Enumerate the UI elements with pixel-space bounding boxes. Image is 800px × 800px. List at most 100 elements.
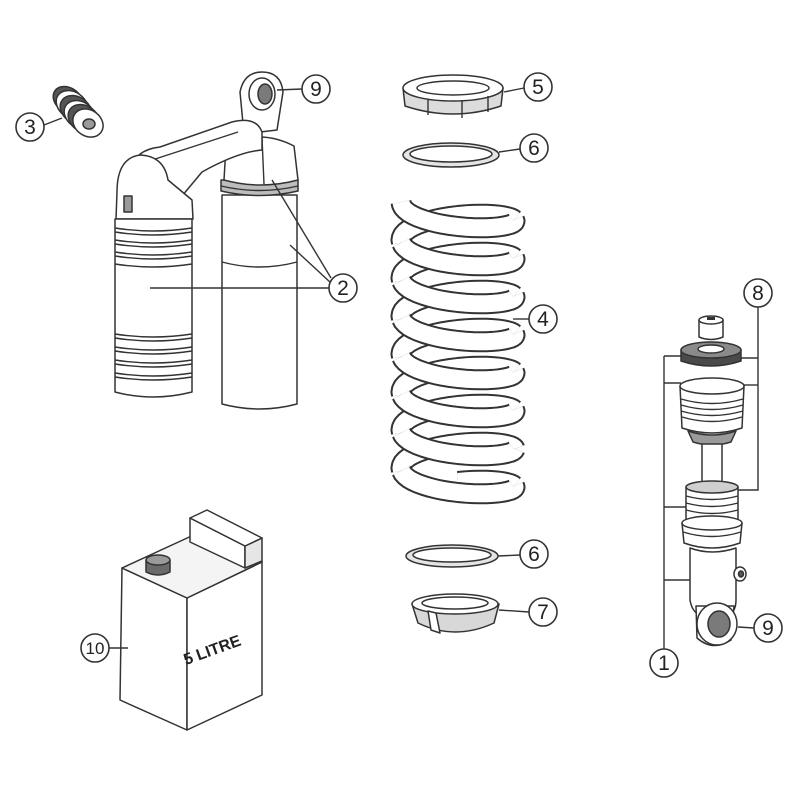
leader-5 — [503, 87, 525, 93]
callout-label: 9 — [762, 617, 774, 640]
washer-inner — [409, 145, 493, 163]
bushing-hole — [82, 118, 96, 130]
callout-circle — [328, 273, 358, 303]
leader-lines — [43, 87, 759, 649]
leader-9-lower — [737, 626, 755, 629]
upper-washer — [402, 142, 500, 168]
callout-7: 7 — [528, 597, 558, 627]
spring-seat — [411, 593, 500, 634]
callout-circle — [301, 74, 331, 104]
rib — [114, 251, 193, 256]
reservoir-arm-edge — [145, 131, 239, 163]
piston-housing-top — [679, 377, 745, 395]
callout-label: 9 — [310, 78, 322, 101]
callout-1: 1 — [649, 648, 679, 678]
bump-rib — [685, 509, 739, 515]
rib — [114, 231, 193, 236]
bump-rib — [685, 495, 739, 501]
piston-rib — [680, 398, 744, 405]
callout-label: 1 — [658, 652, 670, 675]
piston-rib — [680, 404, 744, 411]
reservoir-cylinder — [114, 218, 193, 398]
callout-label: 3 — [24, 116, 36, 139]
coil-spring — [390, 194, 526, 505]
seat-slit — [427, 610, 441, 634]
damper-body-with-reservoir — [114, 71, 299, 410]
spring-coil-front — [393, 275, 524, 313]
clevis-bolt-head — [737, 570, 745, 578]
spring-coil-front — [393, 237, 524, 275]
callout-circle — [649, 648, 679, 678]
rubber-bushing — [52, 85, 104, 138]
rib — [114, 227, 193, 232]
spring-coil-front — [393, 351, 524, 389]
leader-6-upper — [498, 148, 521, 153]
callout-10: 10 — [80, 633, 110, 663]
callout-9-lower: 9 — [753, 613, 783, 643]
leader-3 — [43, 117, 63, 126]
rib — [114, 346, 193, 351]
lower-washer — [405, 544, 499, 568]
rib — [114, 363, 193, 368]
reservoir-head — [115, 154, 194, 220]
callout-circle — [519, 539, 549, 569]
leader-9-upper — [276, 88, 303, 91]
spring-coil-front — [392, 196, 524, 237]
main-cylinder-seam — [221, 261, 298, 268]
bump-rib — [685, 502, 739, 508]
seat-bore — [421, 596, 489, 610]
reservoir-head-detail — [123, 195, 133, 213]
lower-cap-rib — [682, 531, 742, 538]
callout-circle — [528, 304, 558, 334]
callout-label: 10 — [86, 639, 105, 658]
top-adjuster — [698, 319, 724, 341]
bump-rubber-top — [685, 480, 739, 494]
spring-coil-front — [393, 427, 523, 465]
main-cylinder — [221, 194, 298, 410]
callout-5: 5 — [523, 72, 553, 102]
leader-6-lower — [497, 554, 521, 557]
rib — [114, 263, 193, 268]
piston-rib — [680, 410, 744, 417]
top-adjuster-slot — [707, 317, 715, 320]
lower-eye-hole — [707, 610, 731, 638]
callouts: 3 9 5 6 2 4 8 6 — [15, 72, 783, 678]
spring-coil-front — [393, 389, 524, 427]
rib — [114, 372, 193, 377]
rib — [114, 376, 193, 381]
damper-shaft-assembly — [679, 315, 747, 647]
rib — [114, 350, 193, 355]
callout-circle — [80, 633, 110, 663]
can-handle-top — [189, 509, 263, 547]
callout-circle — [753, 613, 783, 643]
callout-label: 8 — [752, 282, 764, 305]
nut-bore — [416, 80, 490, 96]
callout-6-upper: 6 — [519, 133, 549, 163]
rib — [114, 243, 193, 248]
body-collar-groove — [220, 185, 299, 192]
reservoir-upper-ribs — [114, 227, 193, 268]
bracket-8 — [738, 307, 759, 491]
callout-label: 5 — [532, 76, 544, 99]
reservoir-lower-ribs — [114, 333, 193, 381]
piston-rib — [681, 416, 743, 423]
leader-2-body — [289, 244, 332, 284]
spring-adjusting-nut — [402, 74, 504, 118]
washer-inner — [412, 547, 492, 563]
spring-coil-back — [456, 471, 522, 494]
can-cap-top — [145, 554, 171, 566]
rib — [114, 239, 193, 244]
callout-label: 4 — [537, 308, 549, 331]
callout-label: 2 — [337, 277, 349, 300]
callout-circle — [15, 112, 45, 142]
callout-6-lower: 6 — [519, 539, 549, 569]
callout-label: 6 — [528, 543, 540, 566]
spring-coil-front — [393, 313, 524, 351]
rib — [114, 337, 193, 342]
callout-2: 2 — [328, 273, 358, 303]
callout-circle — [743, 278, 773, 308]
callout-9-upper: 9 — [301, 74, 331, 104]
lock-nut-bore — [697, 344, 725, 354]
oil-can: 5 LITRE — [119, 509, 263, 731]
